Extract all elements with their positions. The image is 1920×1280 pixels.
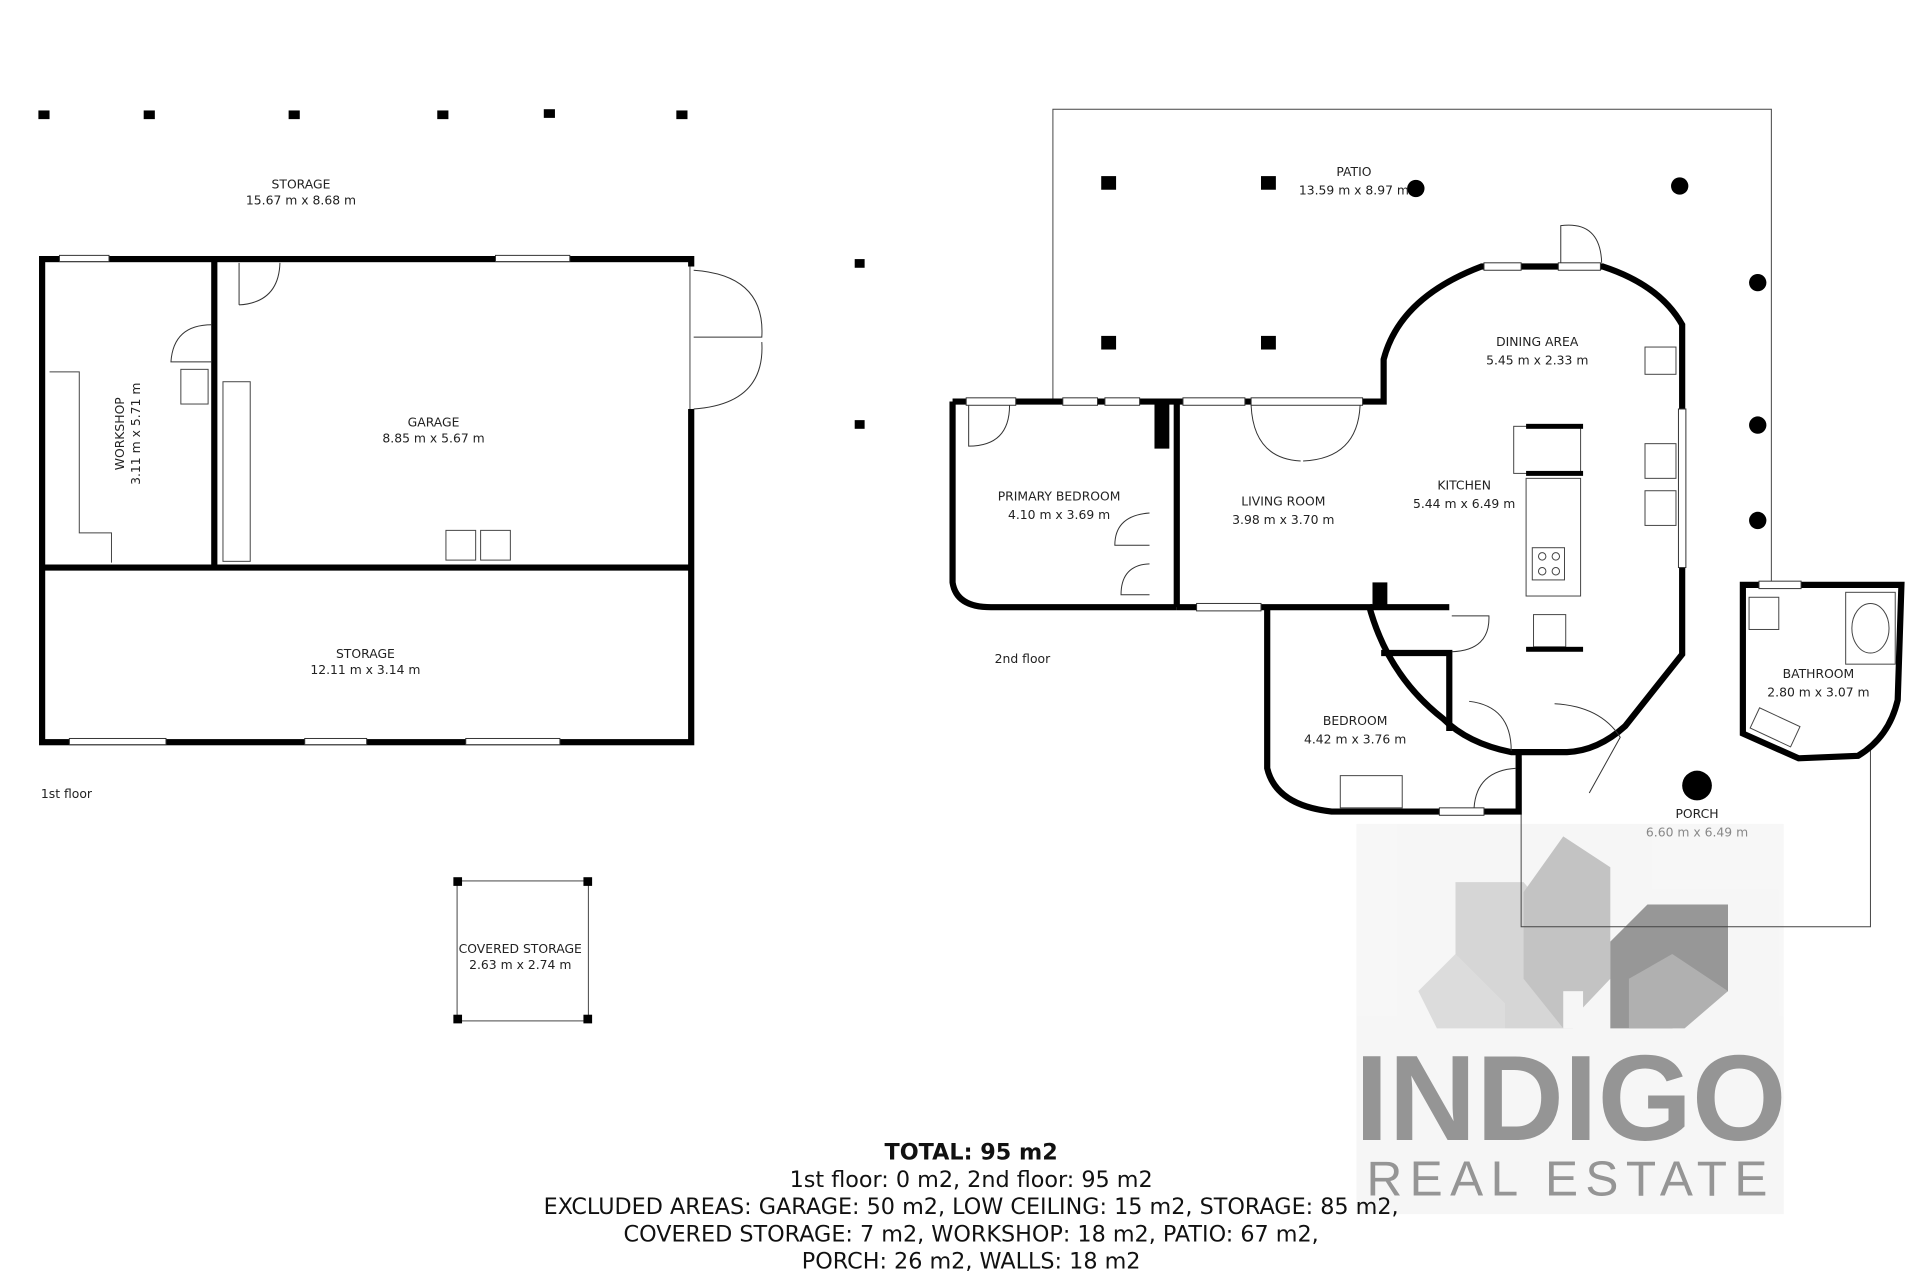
- area-summary: TOTAL: 95 m2 1st floor: 0 m2, 2nd floor:…: [544, 1140, 1399, 1275]
- storage-outdoor-posts: [38, 109, 865, 429]
- logo-text-indigo: INDIGO: [1355, 1030, 1787, 1166]
- summary-excluded-2: COVERED STORAGE: 7 m2, WORKSHOP: 18 m2, …: [624, 1221, 1319, 1247]
- indigo-logo: INDIGO REAL ESTATE: [1355, 823, 1787, 1215]
- room-name-storage-outdoor: STORAGE: [272, 177, 331, 191]
- house-walls: [949, 224, 1905, 816]
- summary-total: TOTAL: 95 m2: [885, 1140, 1058, 1166]
- room-dims-covered-storage: 2.63 m x 2.74 m: [469, 958, 571, 972]
- room-name-covered-storage: COVERED STORAGE: [459, 942, 582, 956]
- floor-label-2nd: 2nd floor: [995, 652, 1051, 666]
- room-dims-kitchen: 5.44 m x 6.49 m: [1413, 497, 1515, 511]
- room-name-primary-bedroom: PRIMARY BEDROOM: [998, 490, 1121, 504]
- room-dims-storage: 12.11 m x 3.14 m: [310, 663, 420, 677]
- room-dims-patio: 13.59 m x 8.97 m: [1299, 184, 1409, 198]
- logo-text-real-estate: REAL ESTATE: [1366, 1152, 1774, 1207]
- room-name-storage: STORAGE: [336, 647, 395, 661]
- room-dims-bathroom: 2.80 m x 3.07 m: [1767, 685, 1869, 699]
- room-name-porch: PORCH: [1675, 807, 1718, 821]
- room-name-kitchen: KITCHEN: [1437, 478, 1491, 492]
- room-name-dining-area: DINING AREA: [1496, 335, 1579, 349]
- room-name-bathroom: BATHROOM: [1783, 667, 1855, 681]
- room-dims-garage: 8.85 m x 5.67 m: [382, 431, 484, 445]
- summary-excluded-3: PORCH: 26 m2, WALLS: 18 m2: [802, 1249, 1141, 1275]
- room-dims-porch: 6.60 m x 6.49 m: [1646, 825, 1748, 839]
- summary-floors: 1st floor: 0 m2, 2nd floor: 95 m2: [790, 1167, 1153, 1193]
- second-floor: PATIO 13.59 m x 8.97 m DINING AREA 5.45 …: [949, 108, 1905, 928]
- room-dims-dining-area: 5.45 m x 2.33 m: [1486, 353, 1588, 367]
- room-name-patio: PATIO: [1336, 165, 1371, 179]
- summary-excluded-1: EXCLUDED AREAS: GARAGE: 50 m2, LOW CEILI…: [544, 1194, 1399, 1220]
- room-name-bedroom: BEDROOM: [1323, 714, 1388, 728]
- first-floor: STORAGE 15.67 m x 8.68 m WORKSHOP 3.11 m…: [38, 109, 865, 1024]
- room-name-living-room: LIVING ROOM: [1241, 495, 1325, 509]
- room-dims-primary-bedroom: 4.10 m x 3.69 m: [1008, 508, 1110, 522]
- room-dims-living-room: 3.98 m x 3.70 m: [1232, 513, 1334, 527]
- covered-storage: [453, 877, 593, 1024]
- room-name-garage: GARAGE: [408, 415, 460, 429]
- floor-label-1st: 1st floor: [41, 787, 93, 801]
- room-dims-storage-outdoor: 15.67 m x 8.68 m: [246, 194, 356, 208]
- room-dims-workshop: 3.11 m x 5.71 m: [129, 383, 143, 485]
- room-name-workshop: WORKSHOP: [113, 397, 127, 471]
- room-dims-bedroom: 4.42 m x 3.76 m: [1304, 732, 1406, 746]
- building-walls: [39, 254, 763, 746]
- patio-posts: [1101, 176, 1767, 801]
